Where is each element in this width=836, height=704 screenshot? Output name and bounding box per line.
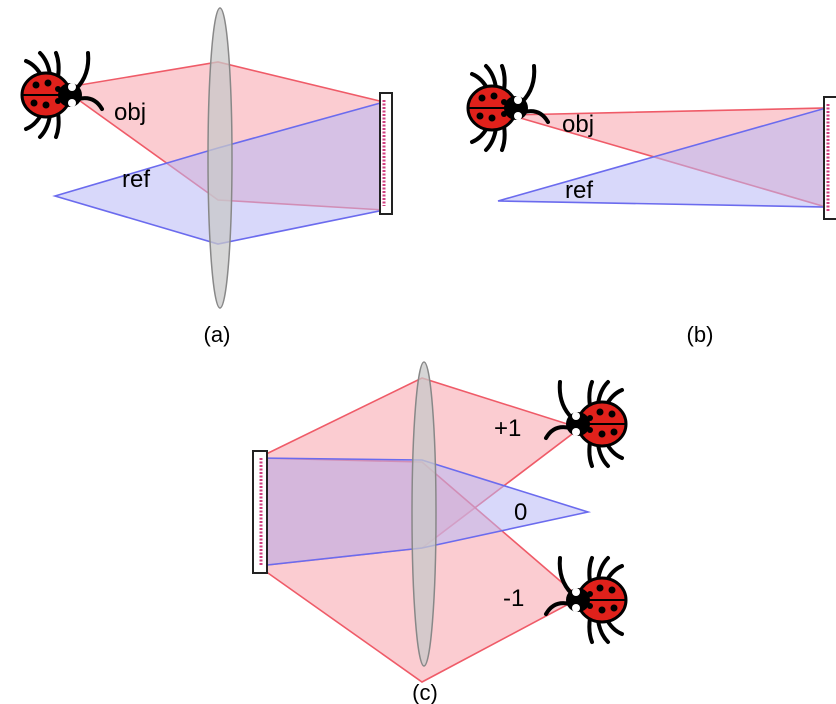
panel-b: obj ref (b) [466,64,836,347]
panel-a-lens [207,7,233,309]
panel-a-caption: (a) [204,322,231,347]
panel-a-ref-label: ref [122,166,150,193]
panel-a: obj ref (a) [20,7,393,347]
panel-c-minus-one-label: -1 [503,585,524,612]
panel-b-caption: (b) [687,322,714,347]
panel-b-ladybug-icon [466,64,550,152]
panel-a-obj-label: obj [114,99,146,126]
panel-c-lens [411,361,437,667]
panel-c-caption: (c) [412,680,438,704]
panel-c-hologram-plate [252,450,268,574]
panel-a-recording-plate [379,92,393,215]
panel-c-zero-label: 0 [514,499,527,526]
panel-b-recording-plate [823,96,836,220]
panel-b-obj-label: obj [562,111,594,138]
panel-b-ref-label: ref [565,177,593,204]
panel-c: +1 0 -1 (c) [252,361,626,704]
panel-c-plus-one-label: +1 [494,415,521,442]
